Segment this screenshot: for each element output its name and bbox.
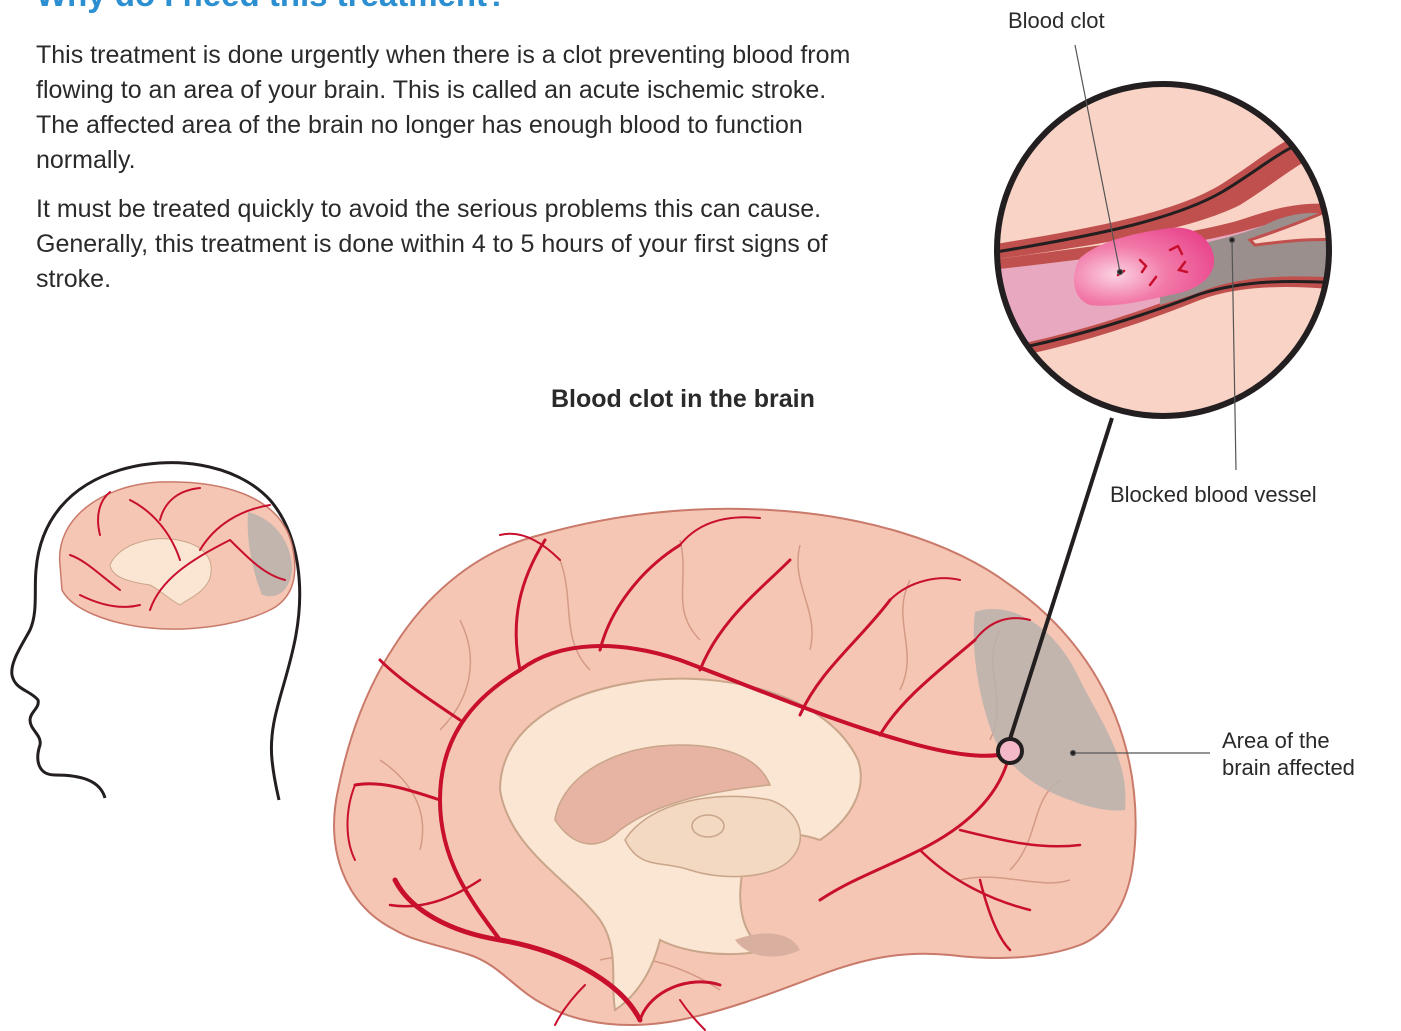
label-blood-clot: Blood clot (1008, 7, 1105, 34)
brain-illustration (334, 509, 1136, 1030)
zoomed-vessel-view (990, 84, 1340, 416)
label-area-affected-line1: Area of the (1222, 727, 1355, 754)
label-blocked-vessel: Blocked blood vessel (1110, 481, 1317, 508)
label-area-affected-line2: brain affected (1222, 754, 1355, 781)
small-brain-icon (60, 482, 295, 629)
label-area-affected: Area of the brain affected (1222, 727, 1355, 781)
figure-title: Blood clot in the brain (551, 385, 815, 414)
